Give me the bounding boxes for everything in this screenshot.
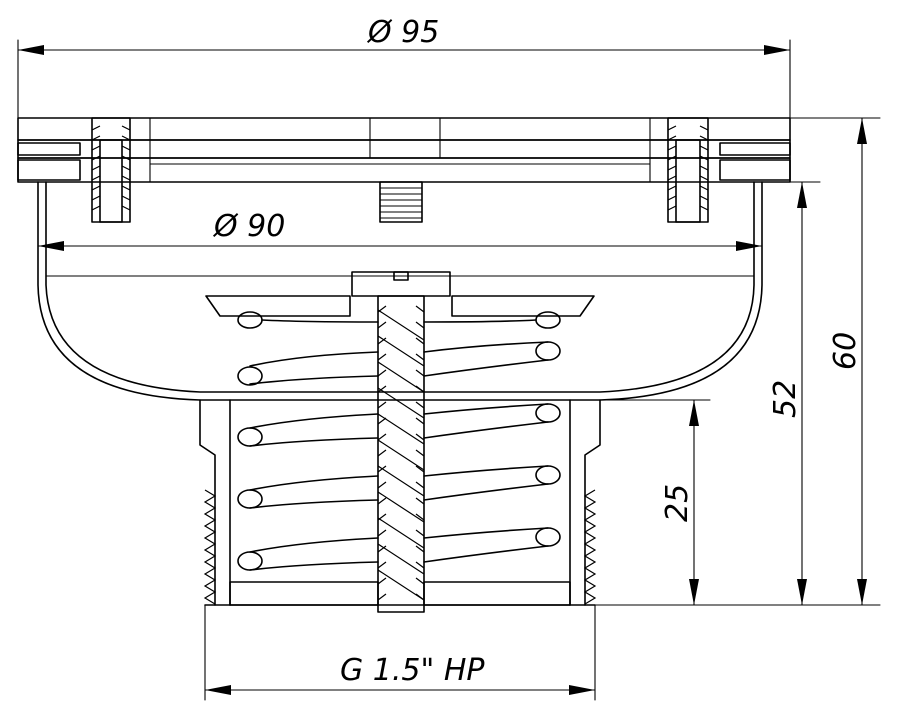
dim-inner-diameter: Ø 90 <box>37 209 763 251</box>
spring <box>237 311 561 571</box>
center-set-screw <box>379 181 423 223</box>
dim-neck-height-label: 25 <box>660 484 695 522</box>
right-bolt <box>667 117 709 223</box>
dim-body-height-label: 52 <box>768 380 803 418</box>
dim-thread-label: G 1.5" HP <box>340 653 485 688</box>
bottom-plate <box>229 581 571 606</box>
dim-total-height: 60 <box>594 117 881 606</box>
dim-inner-diameter-label: Ø 90 <box>212 209 285 244</box>
dim-outer-diameter: Ø 95 <box>17 15 791 119</box>
valve-disc <box>205 271 595 317</box>
left-bolt <box>91 117 131 223</box>
central-stem <box>377 295 425 613</box>
dim-outer-diameter-label: Ø 95 <box>366 15 439 50</box>
top-flange <box>17 117 791 183</box>
dim-total-height-label: 60 <box>828 332 863 370</box>
dim-body-height: 52 <box>761 181 821 606</box>
dim-neck-height: 25 <box>599 399 711 606</box>
dim-thread: G 1.5" HP <box>204 604 596 701</box>
